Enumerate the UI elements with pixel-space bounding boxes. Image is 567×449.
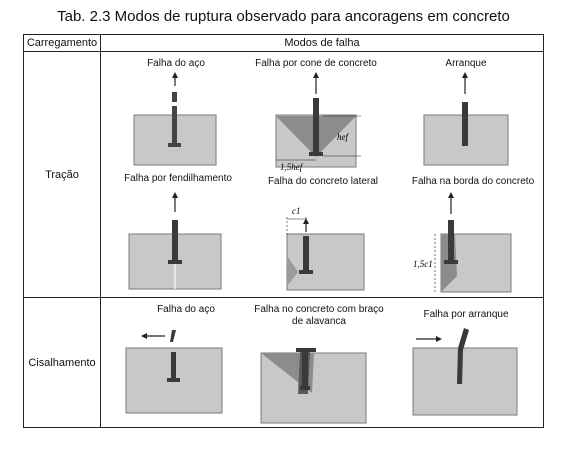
table-caption: Tab. 2.3 Modos de ruptura observado para… (57, 8, 510, 25)
mode-label: Falha por arranque (423, 309, 509, 320)
diagram-braco-de-alavanca (260, 348, 367, 424)
header-modos-de-falha: Modos de falha (100, 34, 544, 52)
mode-label: Falha por fendilhamento (124, 173, 232, 184)
mode-falha-do-aco-cisalhamento: Falha do aço (131, 304, 241, 316)
mode-label: Falha do concreto lateral (267, 176, 379, 187)
tracao-modes-cell: Falha do aço Falha por cone de concreto (100, 51, 544, 298)
mode-arranque: Arranque (421, 58, 511, 70)
diagram-falha-do-aco-cisalhamento (125, 330, 223, 414)
diagram-falha-do-aco-tracao (133, 72, 217, 166)
cisalhamento-modes-cell: Falha do aço Falha no concreto com braço… (100, 297, 544, 428)
diagram-cone-de-concreto: hef 1,5hef (275, 72, 361, 172)
mode-falha-por-arranque: Falha por arranque (406, 309, 526, 321)
mode-label: Falha no concreto com braço de alavanca (254, 304, 384, 327)
mode-concreto-lateral: Falha do concreto lateral (258, 176, 388, 188)
row-label-cisalhamento: Cisalhamento (23, 297, 101, 428)
mode-label: Falha na borda do concreto (411, 176, 535, 187)
diagram-concreto-lateral: c1 (286, 206, 365, 291)
table-row-tracao: Tração Falha do aço Falha por cone de (23, 51, 544, 298)
row-label-tracao: Tração (23, 51, 101, 298)
failure-modes-table: Carregamento Modos de falha Tração Falha… (23, 34, 544, 428)
mode-label: Falha do aço (157, 304, 215, 315)
mode-cone-de-concreto: Falha por cone de concreto (246, 58, 386, 70)
table-row-cisalhamento: Cisalhamento Falha do aço Falha no con (23, 297, 544, 428)
mode-label: Arranque (445, 58, 487, 69)
diagram-fendilhamento (128, 192, 222, 290)
mode-falha-do-aco-tracao: Falha do aço (131, 58, 221, 70)
mode-label: Falha do aço (147, 58, 205, 69)
mode-fendilhamento: Falha por fendilhamento (113, 173, 243, 185)
annot-15c1: 1,5c1 (413, 259, 433, 269)
annot-c1: c1 (292, 206, 301, 216)
mode-braco-de-alavanca: Falha no concreto com braço de alavanca (249, 304, 389, 328)
mode-label: Falha por cone de concreto (255, 58, 377, 69)
diagram-borda-do-concreto: 1,5c1 (413, 192, 512, 293)
diagram-arranque (423, 72, 509, 166)
annot-15hef: 1,5hef (280, 162, 304, 172)
header-row: Carregamento Modos de falha (23, 34, 544, 52)
mode-borda-do-concreto: Falha na borda do concreto (398, 176, 548, 188)
diagram-falha-por-arranque (412, 328, 518, 416)
annot-hef: hef (337, 132, 349, 142)
header-carregamento: Carregamento (23, 34, 101, 52)
